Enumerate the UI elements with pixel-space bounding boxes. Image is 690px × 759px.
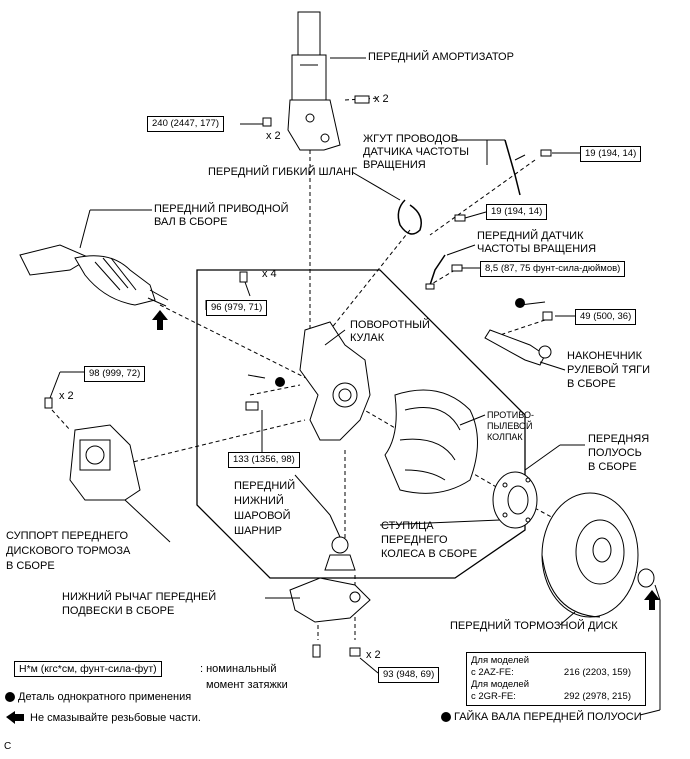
spec-cell: с 2AZ-FE:: [471, 667, 514, 678]
spec-cell: 292 (2978, 215): [563, 691, 631, 702]
spec-cell: 216 (2203, 159): [563, 667, 631, 678]
label-harness-3: ВРАЩЕНИЯ: [363, 159, 426, 171]
drive-shaft-part: [19, 244, 169, 307]
dust-cover-part: [384, 389, 478, 494]
label-front-shock: ПЕРЕДНИЙ АМОРТИЗАТОР: [368, 51, 514, 63]
torque-box-96: 96 (979, 71): [206, 300, 268, 316]
one-time-part-marker: [515, 298, 525, 308]
steering-knuckle-part: [299, 321, 371, 441]
ball-joint-part: [324, 536, 356, 571]
label-tie-rod-2: РУЛЕВОЙ ТЯГИ: [567, 364, 651, 376]
label-hub-2: ПЕРЕДНЕГО: [381, 534, 448, 546]
corner-letter: C: [4, 741, 12, 752]
label-ball-joint-2: НИЖНИЙ: [234, 495, 284, 507]
label-front-axle-3: В СБОРЕ: [588, 461, 637, 473]
torque-box-133: 133 (1356, 98): [228, 452, 300, 468]
label-ball-joint-4: ШАРНИР: [234, 525, 282, 537]
label-dust-cover-1: ПРОТИВО-: [487, 410, 534, 420]
torque-box-93: 93 (948, 69): [378, 667, 440, 683]
legend-one-time: Деталь однократного применения: [18, 691, 192, 703]
torque-box-19a: 19 (194, 14): [580, 146, 642, 162]
legend-dot-icon: [5, 692, 15, 702]
label-brake-disc: ПЕРЕДНИЙ ТОРМОЗНОЙ ДИСК: [450, 620, 618, 632]
qty-label: x 4: [262, 268, 277, 280]
label-lower-arm-1: НИЖНИЙ РЫЧАГ ПЕРЕДНЕЙ: [62, 591, 217, 603]
legend-unit-desc-1: : номинальный: [200, 663, 277, 675]
speed-sensor-part: [425, 254, 446, 290]
label-harness-2: ДАТЧИКА ЧАСТОТЫ: [363, 146, 469, 158]
up-arrow-icon: [644, 590, 660, 610]
torque-box-49: 49 (500, 36): [575, 309, 637, 325]
lower-arm-part: [289, 577, 371, 623]
shock-absorber-part: [287, 11, 341, 151]
label-caliper-3: В СБОРЕ: [6, 560, 55, 572]
caliper-part: [69, 424, 141, 501]
torque-box-85: 8,5 (87, 75 фунт-сила-дюймов): [480, 261, 626, 277]
spec-cell: Для моделей: [471, 679, 530, 690]
legend-unit-desc-2: момент затяжки: [206, 679, 288, 691]
label-tie-rod-1: НАКОНЕЧНИК: [567, 350, 642, 362]
one-time-part-marker: [275, 377, 285, 387]
axle-nut-part: [637, 568, 655, 588]
qty-label: x 2: [366, 649, 381, 661]
spec-cell: с 2GR-FE:: [471, 691, 516, 702]
spec-cell: Для моделей: [471, 655, 530, 666]
qty-label: x 2: [266, 130, 281, 142]
label-caliper-1: СУППОРТ ПЕРЕДНЕГО: [6, 530, 129, 542]
qty-label: x 2: [59, 390, 74, 402]
label-tie-rod-3: В СБОРЕ: [567, 378, 616, 390]
label-ball-joint-3: ШАРОВОЙ: [234, 510, 291, 522]
sensor-harness-part: [504, 139, 526, 196]
brake-disc-part: [541, 492, 639, 618]
label-flex-hose: ПЕРЕДНИЙ ГИБКИЙ ШЛАНГ: [208, 166, 358, 178]
hub-part: [492, 471, 538, 529]
label-harness-1: ЖГУТ ПРОВОДОВ: [363, 133, 459, 145]
label-hub-3: КОЛЕСА В СБОРЕ: [381, 548, 478, 560]
label-drive-shaft-2: ВАЛ В СБОРЕ: [154, 216, 228, 228]
label-knuckle-1: ПОВОРОТНЫЙ: [350, 319, 430, 331]
label-drive-shaft-1: ПЕРЕДНИЙ ПРИВОДНОЙ: [154, 203, 289, 215]
flex-hose-part: [397, 199, 422, 235]
label-hub-1: СТУПИЦА: [381, 520, 434, 532]
label-dust-cover-2: ПЫЛЕВОЙ: [487, 421, 533, 431]
qty-label: x 2: [374, 93, 389, 105]
label-axle-nut: ГАЙКА ВАЛА ПЕРЕДНЕЙ ПОЛУОСИ: [454, 711, 642, 723]
legend-arrow-icon: [6, 711, 24, 724]
label-dust-cover-3: КОЛПАК: [487, 432, 523, 442]
torque-box-98: 98 (999, 72): [84, 366, 146, 382]
label-knuckle-2: КУЛАК: [350, 332, 385, 344]
torque-box-240: 240 (2447, 177): [147, 116, 225, 132]
label-speed-sensor-2: ЧАСТОТЫ ВРАЩЕНИЯ: [477, 243, 597, 255]
legend-unit-box: Н*м (кгс*см, фунт-сила-фут): [14, 661, 162, 677]
nut-dot-icon: [441, 712, 451, 722]
label-lower-arm-2: ПОДВЕСКИ В СБОРЕ: [62, 605, 175, 617]
label-front-axle-1: ПЕРЕДНЯЯ: [588, 433, 650, 445]
axle-nut-spec-table: Для моделей с 2AZ-FE: 216 (2203, 159) Для…: [466, 652, 646, 706]
legend-no-grease: Не смазывайте резьбовые части.: [30, 712, 201, 724]
bolts: [44, 95, 553, 658]
label-speed-sensor-1: ПЕРЕДНИЙ ДАТЧИК: [477, 230, 584, 242]
label-caliper-2: ДИСКОВОГО ТОРМОЗА: [6, 545, 131, 557]
label-ball-joint-1: ПЕРЕДНИЙ: [234, 480, 296, 492]
up-arrow-icon: [152, 310, 168, 330]
tie-rod-part: [484, 329, 552, 366]
torque-box-19b: 19 (194, 14): [486, 204, 548, 220]
label-front-axle-2: ПОЛУОСЬ: [588, 447, 642, 459]
